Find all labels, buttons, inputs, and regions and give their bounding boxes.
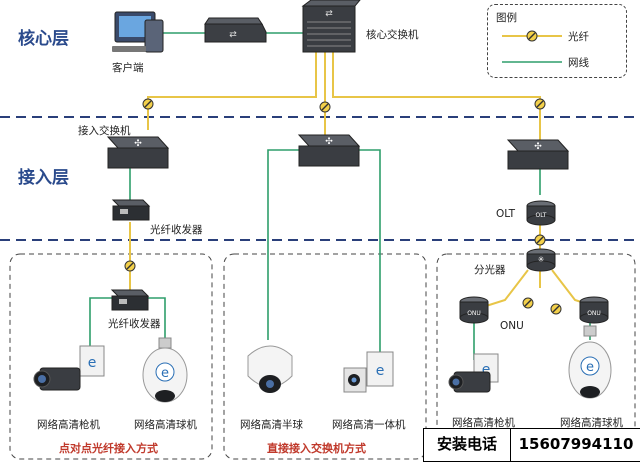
onu-right-icon: ONU xyxy=(579,296,609,324)
svg-text:e: e xyxy=(376,363,385,379)
camera-label-g3-dome: 网络高清球机 xyxy=(560,417,623,429)
group-box-1 xyxy=(9,253,213,460)
onu-left-icon: ONU xyxy=(459,296,489,324)
legend-fiber-swatch xyxy=(502,30,562,42)
layer-label-access: 接入层 xyxy=(18,168,69,188)
install-phone-number: 15607994110 xyxy=(518,435,634,453)
svg-text:⇄: ⇄ xyxy=(229,30,237,40)
bullet-camera-g3-icon: e xyxy=(448,353,499,393)
fiber-transceiver-bottom-icon xyxy=(110,289,150,311)
client-label: 客户端 xyxy=(112,62,144,74)
onu-label: ONU xyxy=(500,320,524,332)
svg-text:e: e xyxy=(161,366,169,381)
svg-text:✣: ✣ xyxy=(134,139,142,149)
group-box-2 xyxy=(223,253,427,460)
svg-text:OLT: OLT xyxy=(536,212,547,219)
legend-network-swatch xyxy=(502,61,562,63)
legend-title: 图例 xyxy=(496,12,517,24)
splitter-label: 分光器 xyxy=(474,264,506,276)
camera-label-g2-half: 网络高清半球 xyxy=(240,419,303,431)
svg-text:⇄: ⇄ xyxy=(325,9,333,19)
layer-label-core: 核心层 xyxy=(18,29,69,49)
fiber-transceiver-top-icon xyxy=(111,199,151,221)
access-switch-right-icon: ✣ xyxy=(506,139,570,170)
camera-label-g2-integrated: 网络高清一体机 xyxy=(332,419,406,431)
half-dome-camera-icon xyxy=(247,345,293,393)
access-switch-label: 接入交换机 xyxy=(78,125,131,137)
access-switch-middle-icon: ✣ xyxy=(297,134,361,167)
group-caption-2: 直接接入交换机方式 xyxy=(267,442,366,455)
legend-fiber-label: 光纤 xyxy=(568,31,589,43)
svg-text:✣: ✣ xyxy=(534,142,542,152)
network-switch-icon: ⇄ xyxy=(204,17,267,43)
legend-network-label: 网线 xyxy=(568,57,589,69)
svg-text:e: e xyxy=(482,362,491,378)
dome-camera-g3-icon: e xyxy=(568,325,612,399)
transceiver-bottom-label: 光纤收发器 xyxy=(108,318,161,330)
camera-label-g1-bullet: 网络高清枪机 xyxy=(37,419,100,431)
install-phone-banner: 安装电话 15607994110 xyxy=(423,428,640,462)
group-caption-1: 点对点光纤接入方式 xyxy=(59,442,158,455)
splitter-icon: ✳ xyxy=(526,248,556,272)
svg-text:ONU: ONU xyxy=(467,310,481,317)
dome-camera-g1-icon: e xyxy=(142,337,188,403)
camera-label-g1-dome: 网络高清球机 xyxy=(134,419,197,431)
client-pc-icon xyxy=(112,11,164,53)
fiber-markers xyxy=(124,98,562,315)
olt-icon: OLT xyxy=(526,200,556,226)
svg-text:e: e xyxy=(88,355,97,371)
install-phone-label: 安装电话 xyxy=(424,429,511,461)
olt-label: OLT xyxy=(496,208,516,220)
camera-label-g3-bullet: 网络高清枪机 xyxy=(452,417,515,429)
legend: 图例 光纤 网线 xyxy=(487,4,627,78)
core-switch-icon: ⇄ xyxy=(301,0,361,53)
svg-text:ONU: ONU xyxy=(587,310,601,317)
bullet-camera-g1-icon: e xyxy=(33,345,105,391)
svg-text:e: e xyxy=(586,360,594,375)
access-switch-left-icon: ✣ xyxy=(106,136,170,169)
svg-text:✣: ✣ xyxy=(325,137,333,147)
integrated-camera-icon: e xyxy=(343,351,394,393)
svg-text:✳: ✳ xyxy=(538,255,545,264)
transceiver-top-label: 光纤收发器 xyxy=(150,224,203,236)
core-switch-label: 核心交换机 xyxy=(366,29,419,41)
